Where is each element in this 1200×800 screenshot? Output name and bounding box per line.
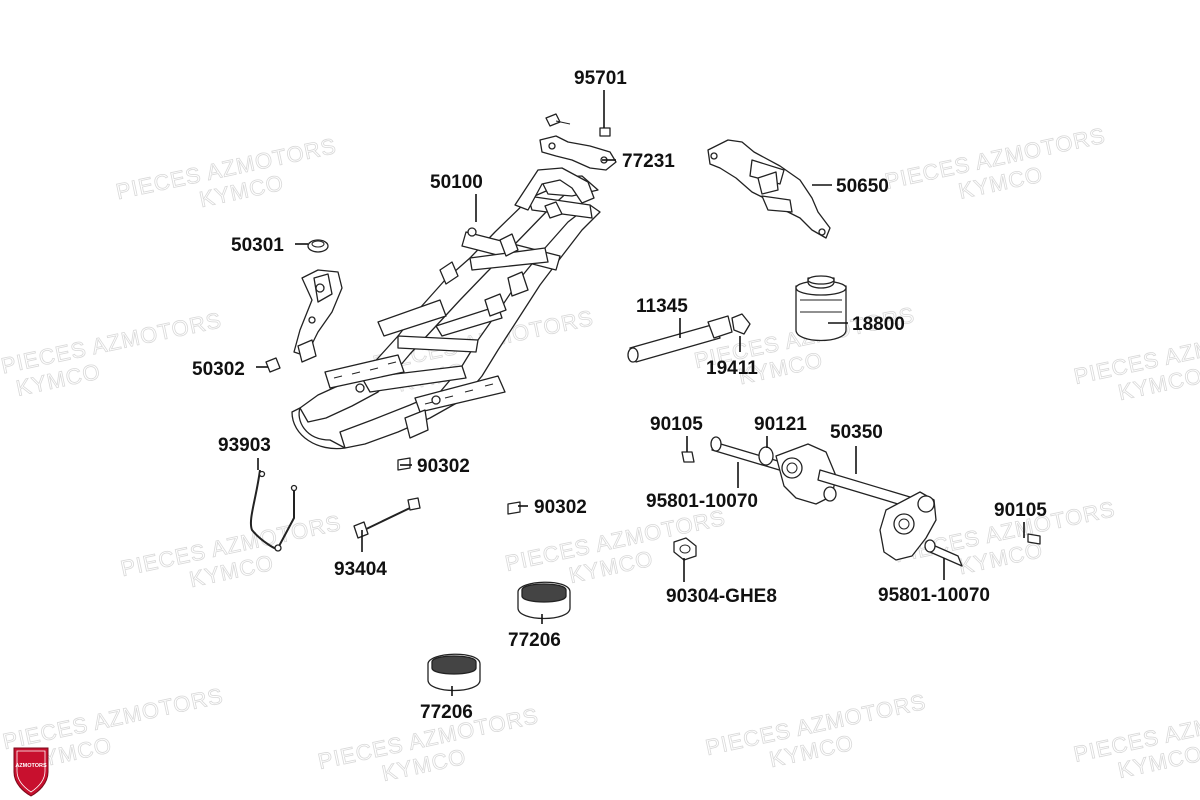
front-bracket-drawing[interactable] <box>293 269 343 363</box>
bolt-90105-left-drawing[interactable] <box>681 451 695 463</box>
bracket-77231-drawing[interactable] <box>539 135 617 171</box>
main-frame-drawing[interactable] <box>291 167 601 450</box>
part-labels: 95701 77231 50100 50650 50301 11345 1880… <box>192 68 1047 723</box>
part-label[interactable]: 18800 <box>852 314 905 335</box>
part-label[interactable]: 50650 <box>836 176 889 197</box>
part-label[interactable]: 11345 <box>636 296 688 317</box>
part-label[interactable]: 90105 <box>994 500 1047 521</box>
strap-93404-drawing[interactable] <box>353 497 421 539</box>
part-label[interactable]: 77206 <box>508 630 561 651</box>
grommet-50302-drawing[interactable] <box>265 357 281 373</box>
part-label[interactable]: 95801-10070 <box>646 491 758 512</box>
part-label[interactable]: 95801-10070 <box>878 585 990 606</box>
part-label[interactable]: 93404 <box>334 559 387 580</box>
part-label[interactable]: 90304-GHE8 <box>666 586 777 607</box>
watermark-text: PIECES AZMOTORS <box>0 307 224 378</box>
part-label[interactable]: 19411 <box>706 358 758 379</box>
part-label[interactable]: 95701 <box>574 68 627 89</box>
part-label[interactable]: 90302 <box>417 456 470 477</box>
cable-93903-drawing[interactable] <box>250 469 298 552</box>
engine-hanger-50350-drawing[interactable] <box>710 436 963 567</box>
part-label[interactable]: 50100 <box>430 172 483 193</box>
part-label[interactable]: 90105 <box>650 414 703 435</box>
rear-bracket-50650-drawing[interactable] <box>707 139 831 239</box>
clip-90302-upper-drawing[interactable] <box>397 457 411 471</box>
bolt-95701-drawing[interactable] <box>545 113 611 137</box>
pad-77206-upper-drawing[interactable] <box>517 581 571 620</box>
part-label[interactable]: 50301 <box>231 235 284 256</box>
part-label[interactable]: 93903 <box>218 435 271 456</box>
part-label[interactable]: 50302 <box>192 359 245 380</box>
watermark-layer: PIECES AZMOTORS KYMCO PIECES AZMOTORS KY… <box>0 122 1200 786</box>
part-label[interactable]: 90302 <box>534 497 587 518</box>
grommet-50301-drawing[interactable] <box>307 239 329 253</box>
clip-19411-drawing[interactable] <box>731 313 751 335</box>
pad-77206-lower-drawing[interactable] <box>427 653 481 692</box>
logo-text: AZMOTORS <box>15 763 47 769</box>
part-label[interactable]: 77206 <box>420 702 473 723</box>
leader-lines <box>256 90 1025 696</box>
part-label[interactable]: 50350 <box>830 422 883 443</box>
bolt-90105-right-drawing[interactable] <box>1027 533 1041 545</box>
nut-90304-drawing[interactable] <box>673 537 697 561</box>
sleeve-18800-drawing[interactable] <box>795 275 847 342</box>
tube-11345-drawing[interactable] <box>627 315 733 363</box>
watermark-text: PIECES AZMOTORS <box>0 683 225 754</box>
part-label[interactable]: 77231 <box>622 151 675 172</box>
clip-90302-lower-drawing[interactable] <box>507 501 521 515</box>
azmotors-logo[interactable]: AZMOTORS <box>13 747 49 797</box>
part-label[interactable]: 90121 <box>754 414 807 435</box>
